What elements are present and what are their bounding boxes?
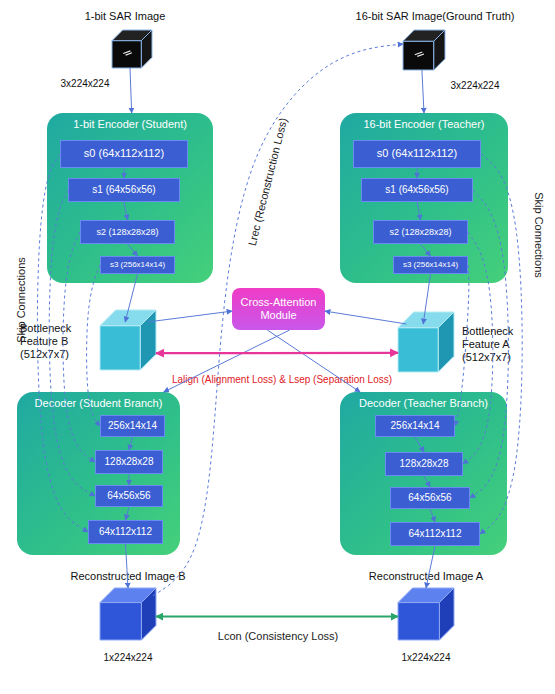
speckle-mark: [415, 52, 424, 56]
layer-box: 256x14x14: [375, 415, 455, 437]
cube-caption: 3x224x224: [50, 78, 120, 90]
layer-box: 64x112x112: [390, 522, 480, 546]
cube-face: [438, 312, 454, 372]
tensor-cube: Bottleneck Feature B (512x7x7): [100, 310, 156, 370]
box-label: Cross-Attention Module: [238, 296, 319, 322]
tensor-cube: 16-bit SAR Image(Ground Truth)3x224x224: [403, 30, 445, 70]
arrow-connector: [156, 352, 398, 355]
loss-label: Lalign (Alignment Loss) & Lsep (Separati…: [172, 374, 392, 386]
box-label: s0 (64x112x112): [377, 147, 457, 160]
box-label: s1 (64x56x56): [385, 184, 448, 196]
layer-box: s1 (64x56x56): [361, 178, 473, 202]
layer-box: s2 (128x28x28): [80, 220, 175, 244]
cube-shape: [100, 588, 156, 640]
cube-face: [403, 41, 434, 70]
cube-face: [140, 310, 156, 370]
cube-caption: 1-bit SAR Image: [45, 10, 205, 23]
tensor-cube: Reconstructed Image B1x224x224: [100, 588, 156, 640]
layer-box: s3 (256x14x14): [393, 256, 468, 274]
panel-title: Decoder (Student Branch): [17, 397, 180, 410]
arrow-connector: [130, 68, 132, 113]
box-label: s3 (256x14x14): [403, 260, 458, 270]
cube-face: [398, 328, 438, 372]
cube-shape: [100, 310, 156, 370]
layer-box: 128x28x28: [385, 452, 463, 476]
cube-shape: [403, 30, 445, 70]
cube-face: [434, 30, 445, 70]
box-label: 64x56x56: [107, 490, 150, 502]
cube-face: [100, 326, 140, 370]
loss-label: Lcon (Consistency Loss): [218, 630, 338, 643]
cube-caption: 1x224x224: [93, 652, 163, 664]
speckle-mark: [123, 51, 132, 55]
loss-label: Lrec (Reconstruction Loss): [246, 117, 291, 248]
layer-box: s3 (256x14x14): [100, 256, 175, 274]
cube-face: [398, 603, 439, 640]
box-label: s2 (128x28x28): [96, 227, 158, 238]
cube-face: [141, 588, 156, 640]
panel-title: Decoder (Teacher Branch): [340, 397, 507, 410]
arrow-connector: [422, 70, 424, 113]
cube-caption: Reconstructed Image A: [356, 570, 496, 583]
cube-caption: Bottleneck Feature B (512x7x7): [20, 322, 96, 362]
cube-caption: Bottleneck Feature A (512x7x7): [462, 325, 542, 365]
box-label: s3 (256x14x14): [110, 260, 165, 270]
layer-box: s1 (64x56x56): [68, 178, 180, 202]
cube-caption: 1x224x224: [391, 652, 461, 664]
box-label: 64x112x112: [99, 526, 152, 538]
tensor-cube: Reconstructed Image A1x224x224: [398, 588, 454, 640]
tensor-cube: 1-bit SAR Image3x224x224: [112, 30, 152, 68]
arrow-connector: [148, 311, 232, 322]
box-label: s0 (64x112x112): [84, 147, 164, 160]
tensor-cube: Bottleneck Feature A (512x7x7): [398, 312, 454, 372]
layer-box: s0 (64x112x112): [353, 140, 481, 168]
box-label: 128x28x28: [105, 456, 154, 468]
box-label: 256x14x14: [391, 420, 440, 432]
box-label: 64x112x112: [408, 528, 461, 540]
arrow-connector: [156, 616, 398, 618]
layer-box: 64x56x56: [390, 487, 470, 509]
layer-box: 64x56x56: [95, 485, 163, 507]
layer-box: 64x112x112: [88, 520, 163, 544]
panel-title: 16-bit Encoder (Teacher): [340, 118, 508, 131]
module-panel: Decoder (Student Branch) 256x14x14 128x28x…: [17, 392, 180, 555]
box-label: 64x56x56: [408, 492, 451, 504]
arrow-connector: [325, 311, 406, 324]
layer-box: s0 (64x112x112): [60, 140, 188, 168]
layer-box: 256x14x14: [100, 415, 165, 437]
cube-caption: 3x224x224: [440, 80, 510, 92]
cube-shape: [398, 588, 454, 640]
side-label: Skip Connections: [15, 257, 28, 343]
module-panel: 1-bit Encoder (Student) s0 (64x112x112) s1…: [47, 113, 213, 283]
box-label: s1 (64x56x56): [92, 184, 155, 196]
attention-box: Cross-Attention Module: [232, 288, 325, 330]
box-label: s2 (128x28x28): [389, 227, 451, 238]
box-label: 256x14x14: [108, 420, 157, 432]
cube-shape: [398, 312, 454, 372]
panel-title: 1-bit Encoder (Student): [47, 118, 213, 131]
layer-box: 128x28x28: [95, 450, 163, 474]
cube-caption: 16-bit SAR Image(Ground Truth): [330, 10, 540, 23]
module-panel: 16-bit Encoder (Teacher) s0 (64x112x112) s…: [340, 113, 508, 283]
side-label: Skip Connections: [531, 192, 544, 278]
cube-caption: Reconstructed Image B: [58, 570, 198, 583]
cube-face: [112, 41, 141, 68]
box-label: 128x28x28: [400, 458, 449, 470]
module-panel: Decoder (Teacher Branch) 256x14x14 128x28x…: [340, 392, 507, 555]
cube-face: [100, 603, 141, 640]
cube-face: [141, 30, 152, 68]
cube-shape: [112, 30, 152, 68]
layer-box: s2 (128x28x28): [373, 220, 468, 244]
cube-face: [439, 588, 454, 640]
